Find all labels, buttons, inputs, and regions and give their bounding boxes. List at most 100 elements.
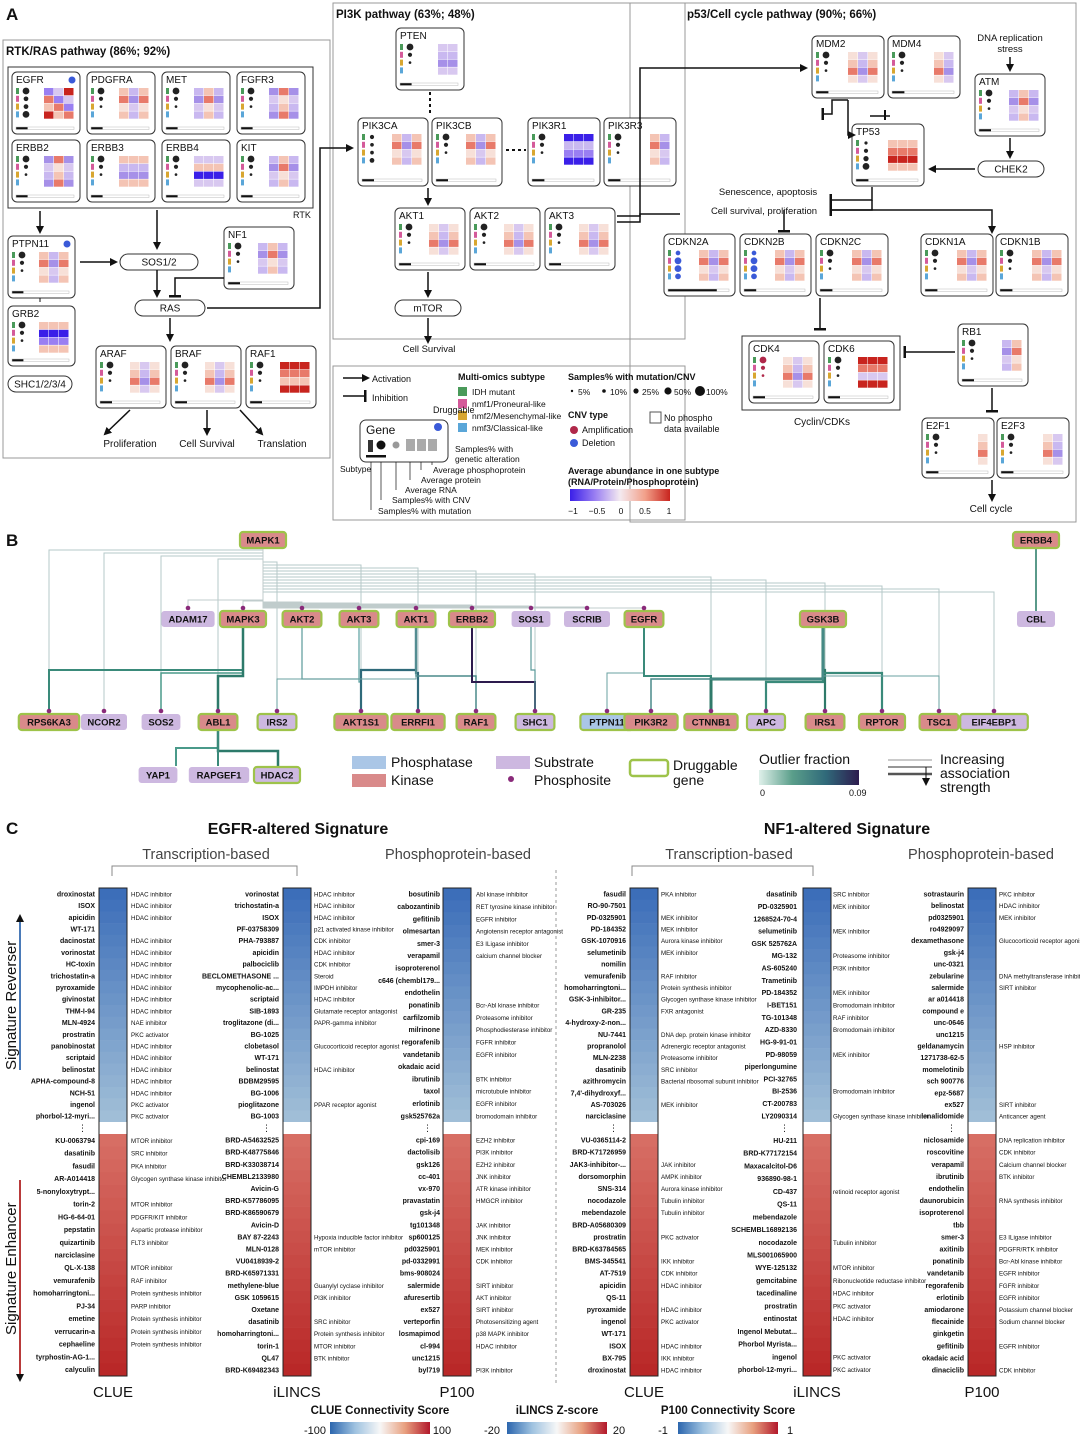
heat-cell-positive [630,1291,658,1304]
sample-bar [549,263,561,266]
drug-name: QS-11 [606,1295,626,1302]
subtype-legend-item: IDH mutant [472,387,516,397]
gene-name: RAF1 [250,349,276,360]
heat-cell [852,250,862,258]
sample-size-dot [664,387,672,395]
drug-name: AZD-8330 [765,1027,797,1034]
heat-cell-negative [283,1016,311,1029]
heat-cell [119,88,129,96]
sample-track [174,400,236,404]
drug-moa: HDAC inhibitor [131,950,172,957]
drug-name: quizartinib [60,1240,95,1247]
drug-name: ISOX [609,1343,626,1350]
heat-cell [599,247,609,255]
drug-name: cc-401 [418,1174,440,1181]
network-node-box [804,712,846,732]
sample-bar [399,263,411,266]
drug-moa: EGFR inhibitor [999,1295,1040,1302]
sample-track [11,290,70,294]
heat-cell-negative [99,1028,127,1041]
heat-cell-negative [968,1075,996,1088]
drug-name: BMS-345541 [585,1259,626,1266]
subtype-bar [16,171,19,178]
subtype-bar [856,147,859,154]
drug-name: MG-132 [772,953,797,960]
gene-node-pik3cb: PIK3CB [431,117,503,187]
network-legend: PhosphataseKinaseSubstratePhosphositeDru… [352,751,1010,798]
heat-cell [54,103,64,111]
alteration-dot [370,150,374,155]
heat-cell [139,103,149,111]
heat-cell [119,179,129,187]
heat-cell [130,377,140,385]
heat-cell-positive [283,1363,311,1377]
heat-cell [289,156,299,164]
heat-cell [967,273,977,281]
gene-node-pdgfra: PDGFRA [86,71,156,135]
gene-node-cdkn2b: CDKN2B [739,233,812,297]
heat-cell-negative [630,1075,658,1088]
gene-name: ARAF [100,349,127,360]
heat-cell-positive [968,1303,996,1316]
heat-cell [476,157,486,165]
subtype-bar [892,67,895,74]
drug-moa: BTK inhibitor [314,1355,349,1362]
alteration-dot [556,232,562,237]
heat-cell [129,179,139,187]
sample-bar [1000,289,1013,292]
alteration-dot [408,61,412,64]
sample-track [978,128,1040,132]
drug-name: CD-437 [773,1189,797,1196]
heat-cell [1052,250,1062,258]
subtype-bar [549,224,552,230]
subtype-bar [474,247,477,254]
heat-cell [868,52,878,60]
heat-cell [862,257,872,266]
drug-name: gefitinib [937,1343,964,1350]
drug-name: SIB-1893 [249,1008,279,1015]
subtype-bar [1000,257,1003,264]
drug-name: BRD-K69482343 [225,1367,279,1374]
alteration-dot [248,164,254,169]
heat-cell-positive [443,1279,471,1292]
network-node-box [281,609,323,629]
network-node-box [218,609,268,629]
heat-cell-positive [99,1197,127,1211]
sample-track [15,194,75,198]
heat-cell-positive [630,1230,658,1244]
survival-prolif-label: Cell survival, proliferation [711,206,817,217]
heat-cell [300,377,310,385]
heat-cell [599,231,609,240]
heat-cell-negative [630,1040,658,1053]
gene-node-erbb4: ERBB4 [161,139,231,203]
network-node-rapgef1: RAPGEF1 [188,767,250,783]
heat-cell [204,171,214,179]
drug-name: regorafenib [401,1039,440,1046]
gene-node-cdkn1a: CDKN1A [920,233,994,297]
heat-cell [49,259,59,268]
drug-moa: MTOR inhibitor [131,1202,173,1209]
network-node-box [798,609,848,629]
heat-cell [129,156,139,164]
sample-size-dot [633,388,639,394]
drug-moa: Proteasome inhibitor [476,1015,533,1022]
heat-cell-negative [968,1086,996,1099]
network-node-label: ABL1 [206,718,232,729]
drug-name: BRD-K48775846 [225,1150,279,1157]
heat-cell [977,265,987,273]
heat-cell [392,157,402,165]
drug-name: PD-184352 [762,990,798,997]
network-node-tsc1: TSC1 [918,712,960,732]
heat-cell [392,134,402,142]
heat-cell [934,52,944,60]
heat-cell [1029,105,1039,113]
druggable-label: Druggable [433,405,475,415]
heat-cell [129,171,139,179]
deletion-swatch [570,439,578,447]
heat-cell [214,171,224,179]
heat-cell-negative [443,1060,471,1074]
drug-moa: Tubulin inhibitor [833,1240,876,1247]
network-node-label: NCOR2 [87,718,120,729]
heat-cell [878,364,888,373]
heat-cell [650,157,660,165]
